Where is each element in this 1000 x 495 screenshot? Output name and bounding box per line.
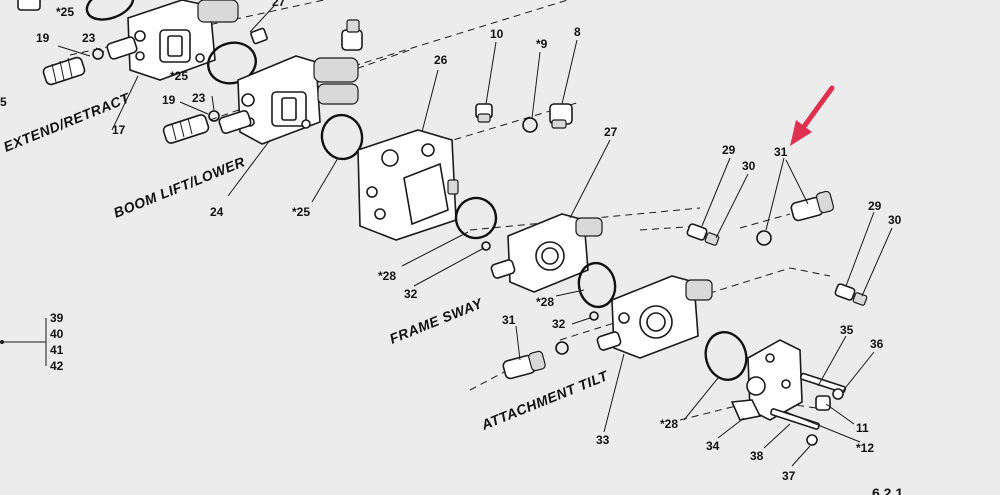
callout-38: 38: [750, 449, 764, 463]
tie-bolt-38: [770, 408, 820, 430]
callout-9: *9: [536, 37, 548, 51]
inlet-section-26: [357, 129, 459, 241]
fitting-31-upper: [790, 190, 835, 222]
callout-25-b: *25: [292, 205, 310, 219]
bracket-item-41: 41: [50, 343, 64, 357]
frame-sway-valve-section: [490, 213, 603, 293]
label-boom-lift-lower: BOOM LIFT/LOWER: [111, 153, 248, 221]
callout-32-a: 32: [404, 287, 418, 301]
callout-8: 8: [574, 25, 581, 39]
callout-28-a: *28: [378, 269, 396, 283]
callout-12: *12: [856, 441, 874, 455]
callout-25-a: *25: [170, 69, 188, 83]
o-ring-32-lower-b: [589, 311, 599, 321]
parts-bracket: [0, 318, 47, 366]
label-attachment-tilt: ATTACHMENT TILT: [478, 367, 611, 433]
o-ring-32-lower-a: [555, 341, 569, 355]
callout-17: 17: [112, 123, 126, 137]
callout-23-a: 23: [82, 31, 96, 45]
callout-28-b: *28: [536, 295, 554, 309]
callout-31-a: 31: [774, 145, 788, 159]
callout-29-b: 29: [868, 199, 882, 213]
o-ring-23-lower: [208, 110, 220, 122]
assembly-axis-left-fitting: [469, 369, 509, 391]
callout-27-top: 27: [272, 0, 286, 9]
nut-36: [832, 388, 844, 400]
o-ring-25-top: [85, 0, 135, 21]
bracket-item-39: 39: [50, 311, 64, 325]
bracket-item-40: 40: [50, 327, 64, 341]
callout-25-top: *25: [56, 5, 74, 19]
boom-lift-lower-valve-section: [218, 55, 359, 145]
label-extend-retract: EXTEND/RETRACT: [1, 89, 133, 155]
fitting-10: [475, 103, 493, 123]
callout-27: 27: [604, 125, 618, 139]
o-ring-32-upper: [481, 241, 491, 251]
assembly-axis-tilt: [559, 267, 831, 341]
spool-plug-19-lower: [162, 114, 210, 144]
o-ring-31-upper: [756, 230, 772, 246]
outlet-end-cover-34: [730, 339, 803, 421]
callout-11: 11: [856, 421, 869, 435]
o-ring-25-lower: [320, 113, 364, 161]
callout-31-b: 31: [502, 313, 516, 327]
callout-19-b: 19: [162, 93, 176, 107]
plug-8: [549, 103, 573, 129]
check-valve-29-upper: [686, 223, 720, 246]
fitting-right-of-27: [341, 19, 363, 51]
extend-retract-fitting-top: [17, 0, 41, 11]
o-ring-25-mid: [207, 41, 257, 85]
callout-34: 34: [706, 439, 720, 453]
callout-10: 10: [490, 27, 504, 41]
nut-37: [806, 434, 818, 446]
assembly-axis-bolts: [679, 399, 831, 421]
callout-32-b: 32: [552, 317, 566, 331]
callout-36: 36: [870, 337, 884, 351]
callout-33: 33: [596, 433, 610, 447]
tie-bolt-35: [799, 372, 847, 394]
o-ring-28-upper: [454, 196, 498, 240]
label-frame-sway: FRAME SWAY: [387, 294, 486, 346]
callout-19-a: 19: [36, 31, 50, 45]
page-number-fragment: 6 2 1: [872, 485, 903, 495]
o-ring-9: [522, 117, 538, 133]
callout-35: 35: [840, 323, 854, 337]
callout-26: 26: [434, 53, 448, 67]
callout-29-a: 29: [722, 143, 736, 157]
callout-24: 24: [210, 205, 224, 219]
spool-plug-19-upper: [42, 56, 86, 86]
fitting-27-top: [250, 27, 268, 45]
callout-23-b: 23: [192, 91, 206, 105]
callout-5-left: 5: [0, 95, 7, 109]
callout-28-c: *28: [660, 417, 678, 431]
callout-30-b: 30: [888, 213, 902, 227]
check-valve-29-lower: [834, 283, 868, 306]
callout-30-a: 30: [742, 159, 756, 173]
plug-11: [815, 395, 831, 411]
highlight-arrow-icon: [790, 85, 835, 146]
callout-37: 37: [782, 469, 796, 483]
o-ring-28-mid: [577, 261, 617, 309]
leader-lines: [57, 5, 893, 467]
assembly-axis-31: [739, 213, 791, 229]
assembly-axis-frame: [469, 207, 701, 231]
bracket-item-42: 42: [50, 359, 64, 373]
attachment-tilt-valve-section: [596, 275, 713, 359]
fitting-31-lower: [502, 350, 546, 380]
o-ring-28-lower: [704, 331, 748, 381]
extend-retract-valve-section: [106, 0, 239, 81]
